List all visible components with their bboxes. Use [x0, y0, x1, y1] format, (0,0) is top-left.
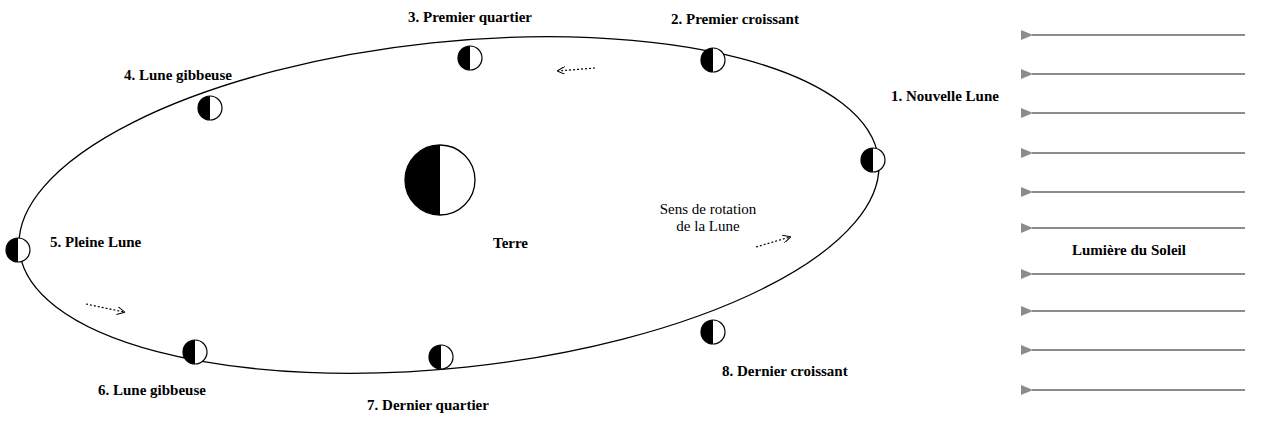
moon-shadow: [198, 96, 210, 120]
moon: [6, 238, 30, 262]
moon-shadow: [701, 320, 713, 344]
moons: [6, 46, 885, 369]
phase-label: 7. Dernier quartier: [367, 397, 489, 414]
phase-label: 6. Lune gibbeuse: [98, 382, 206, 399]
sun-rays: [1032, 35, 1245, 390]
rotation-note: Sens de rotation de la Lune: [652, 201, 764, 236]
phase-label: 8. Dernier croissant: [722, 363, 848, 380]
moon: [198, 96, 222, 120]
earth-label: Terre: [493, 235, 528, 252]
moon-shadow: [429, 345, 441, 369]
moon-shadow: [458, 46, 470, 70]
moon-shadow: [861, 148, 873, 172]
phase-label: 1. Nouvelle Lune: [891, 88, 999, 105]
moon: [701, 48, 725, 72]
earth: [405, 145, 475, 215]
sun-label: Lumière du Soleil: [1070, 242, 1188, 259]
moon: [183, 340, 207, 364]
moon-shadow: [183, 340, 195, 364]
phase-label: 2. Premier croissant: [671, 11, 799, 28]
orbit: [2, 0, 895, 412]
phase-label: 4. Lune gibbeuse: [124, 67, 232, 84]
moon: [861, 148, 885, 172]
moon-shadow: [6, 238, 18, 262]
phase-label: 3. Premier quartier: [408, 9, 532, 26]
moon-shadow: [701, 48, 713, 72]
moon: [429, 345, 453, 369]
moon: [458, 46, 482, 70]
moon: [701, 320, 725, 344]
phase-label: 5. Pleine Lune: [50, 234, 141, 251]
rotation-arrows: [86, 68, 790, 312]
